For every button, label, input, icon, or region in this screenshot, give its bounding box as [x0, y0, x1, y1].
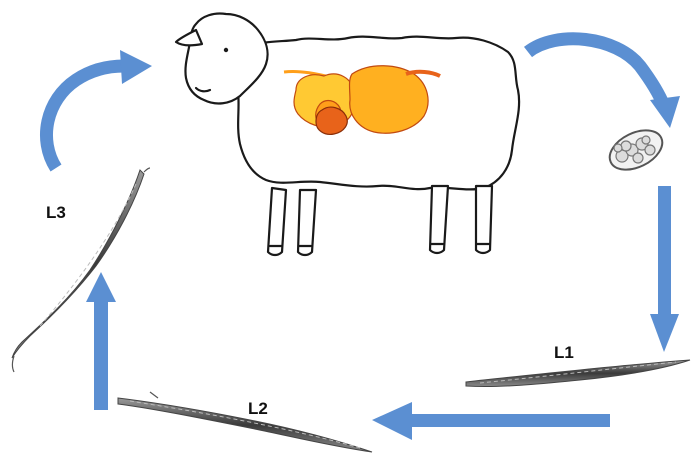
- arrow-down-shaft: [658, 186, 671, 316]
- stage-label-l3: L3: [46, 203, 66, 222]
- arrow-curve-top-left: [46, 66, 124, 168]
- sheep-illustration: [176, 13, 519, 255]
- arrowhead-left: [372, 402, 412, 440]
- arrow-left-shaft: [410, 414, 610, 427]
- sheep-ear: [176, 30, 202, 45]
- stage-label-l1: L1: [554, 343, 574, 362]
- arrowhead-top-left: [120, 50, 152, 84]
- arrowhead-down: [650, 314, 679, 352]
- stage-label-l2: L2: [248, 399, 268, 418]
- larva-l1: [466, 360, 690, 387]
- arrowhead-top-right: [650, 96, 680, 128]
- intestine-dark: [316, 107, 347, 134]
- egg: [603, 122, 668, 177]
- larva-l2: [118, 392, 372, 452]
- sheep-eye: [224, 48, 228, 52]
- arrowhead-up: [86, 272, 116, 302]
- larva-l2-body: [118, 398, 372, 452]
- arrow-curve-top-right: [528, 39, 664, 106]
- abomasum: [350, 66, 429, 133]
- arrow-up-shaft: [94, 300, 108, 410]
- larva-l2-tail: [150, 392, 158, 398]
- larva-l3-body: [12, 170, 144, 358]
- larva-l3: [12, 168, 150, 372]
